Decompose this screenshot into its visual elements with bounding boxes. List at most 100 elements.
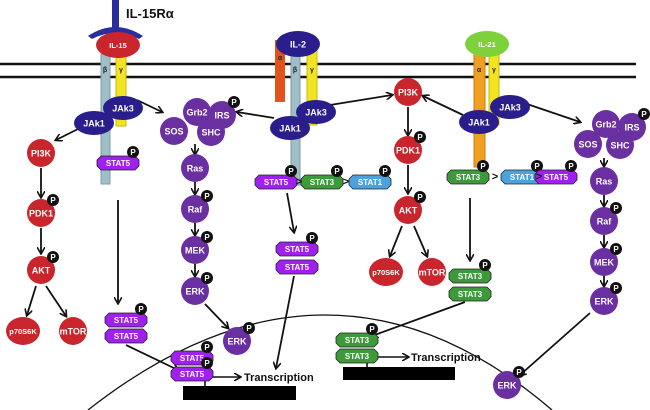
node-p70s6k: p70S6K [6, 317, 40, 345]
node-grb2: Grb2 [183, 98, 211, 126]
activation-arrow [423, 96, 464, 116]
node-erk: ERK P [590, 282, 622, 315]
node-shape [223, 327, 251, 355]
node-shape [74, 111, 114, 135]
activation-arrow [329, 95, 392, 106]
phosphate-icon: P [366, 323, 378, 335]
node-shape [574, 130, 602, 158]
transcription-label-left: Transcription [244, 372, 314, 384]
node-label: p70S6K [372, 268, 400, 277]
node-shape [296, 100, 336, 124]
nucleus-envelope [87, 314, 553, 410]
node-shape [490, 95, 530, 119]
node-il-2: IL-2 [276, 31, 320, 57]
activation-arrow [286, 192, 294, 232]
svg-text:P: P [204, 233, 210, 242]
node-label: IL-2 [290, 40, 306, 50]
phosphate-icon: P [379, 165, 391, 177]
il2-alpha-chain [275, 40, 285, 102]
node-sos: SOS [160, 117, 188, 145]
node-shape [590, 167, 618, 195]
stat-shape [275, 259, 319, 275]
svg-text:P: P [204, 274, 210, 283]
phosphate-icon: P [47, 194, 59, 206]
svg-text:P: P [50, 253, 56, 262]
node-mtor: mTOR [59, 317, 87, 345]
node-shape [465, 31, 509, 57]
node-label: PI3K [31, 149, 52, 159]
stat-shape [254, 174, 298, 190]
phosphate-icon: P [331, 165, 343, 177]
node-p70s6k: p70S6K [369, 258, 403, 286]
activation-arrow [56, 127, 81, 140]
activation-arrow [372, 301, 466, 336]
node-label: STAT3 [345, 352, 370, 361]
node-label: Grb2 [186, 108, 207, 118]
stat-shape [448, 286, 492, 302]
svg-text:P: P [231, 98, 237, 107]
svg-text:P: P [534, 162, 540, 171]
node-label: STAT3 [345, 336, 370, 345]
svg-text:P: P [482, 261, 488, 270]
node-label: Grb2 [595, 120, 616, 130]
il2-beta-label: β [293, 67, 298, 74]
stat-shape [448, 268, 492, 284]
phosphate-icon: P [414, 131, 426, 143]
node-label: ERK [227, 337, 247, 347]
svg-text:P: P [613, 204, 619, 213]
node-ras: Ras [181, 154, 209, 182]
node-stat3: STAT3 [335, 348, 379, 364]
node-shape [181, 277, 209, 305]
node-il-21: IL-21 [465, 31, 509, 57]
node-pi3k: PI3K [27, 139, 55, 167]
node-shc: SHC [606, 131, 634, 159]
node-label: Ras [187, 164, 204, 174]
phosphate-icon: P [610, 243, 622, 255]
node-label: PI3K [398, 88, 419, 98]
node-label: IL-21 [478, 40, 496, 49]
svg-text:P: P [369, 325, 375, 334]
node-shape [590, 248, 618, 276]
phosphate-icon: P [201, 357, 213, 369]
svg-text:P: P [204, 192, 210, 201]
node-label: SOS [164, 127, 183, 137]
svg-text:P: P [246, 324, 252, 333]
svg-text:P: P [613, 284, 619, 293]
phosphate-icon: P [610, 282, 622, 294]
phosphate-icon: P [477, 160, 489, 172]
phosphate-icon: P [201, 272, 213, 284]
stat-shape [534, 169, 578, 185]
node-shape [181, 154, 209, 182]
svg-text:P: P [382, 167, 388, 176]
node-label: ERK [594, 297, 614, 307]
node-jak3: JAk3 [490, 95, 530, 119]
svg-text:P: P [417, 193, 423, 202]
node-label: STAT5 [264, 178, 289, 187]
node-label: JAk3 [112, 104, 134, 114]
node-shape [394, 196, 422, 224]
stat-shape [275, 241, 319, 257]
phosphate-icon: P [127, 146, 139, 158]
activation-arrow [390, 225, 403, 256]
node-shape [606, 131, 634, 159]
activation-arrow [413, 225, 427, 256]
stat-shape [335, 332, 379, 348]
svg-text:P: P [480, 162, 486, 171]
activation-arrow [125, 344, 178, 370]
stat-shape [348, 174, 392, 190]
svg-text:P: P [641, 110, 647, 119]
node-label: STAT5 [114, 332, 139, 341]
node-label: SOS [578, 140, 597, 150]
